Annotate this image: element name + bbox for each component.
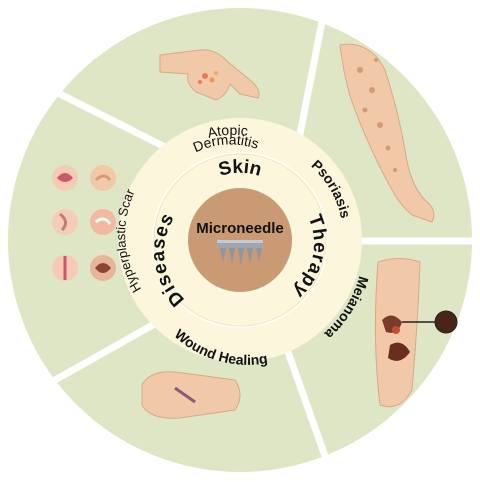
label-skin: Skin: [216, 157, 264, 181]
scar-sample-4: [90, 209, 116, 235]
wound-healing-wrist-illustration: [142, 372, 240, 418]
scar-sample-2: [90, 165, 116, 191]
center-title: Microneedle: [196, 220, 284, 237]
